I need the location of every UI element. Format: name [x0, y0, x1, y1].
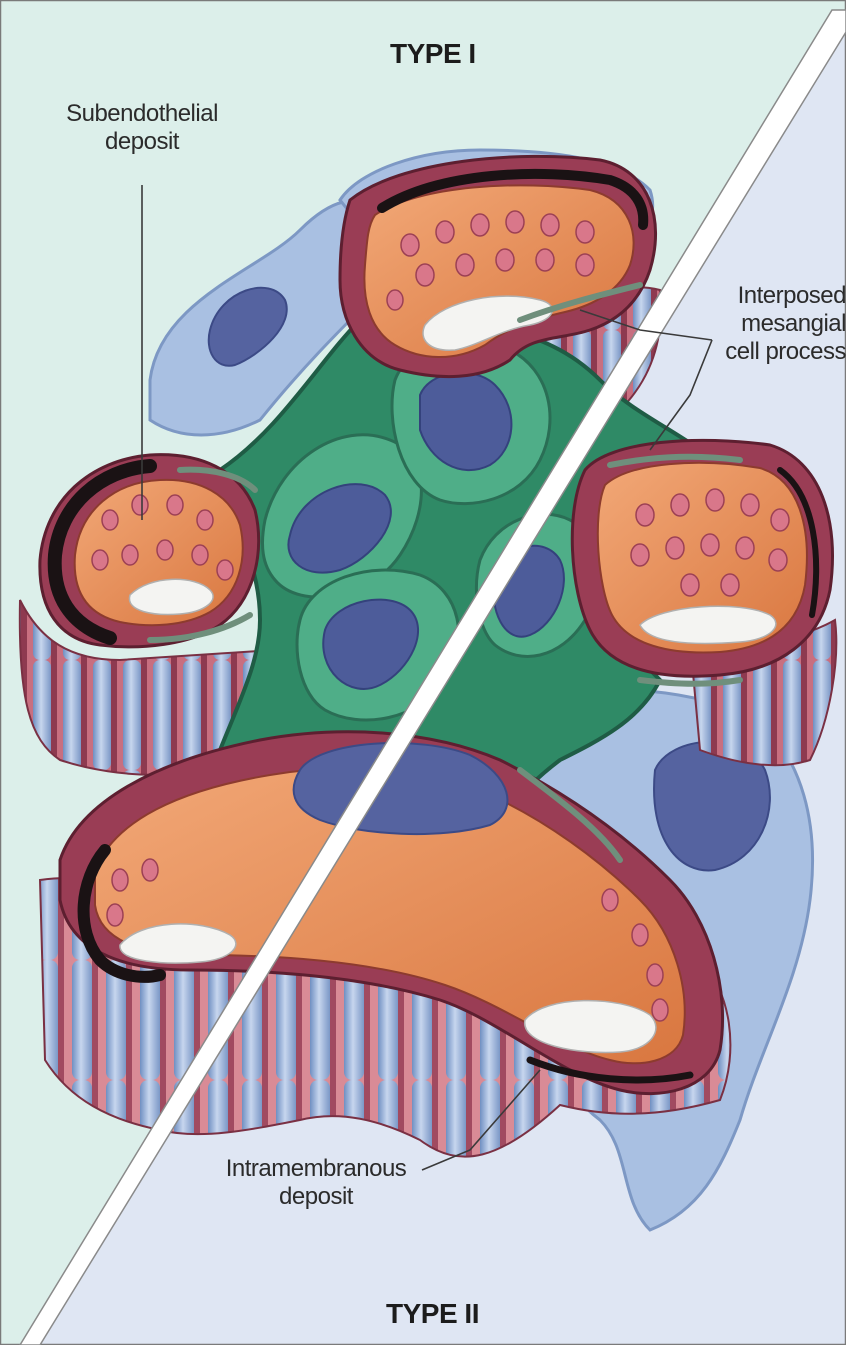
subendothelial-line-2: deposit: [42, 128, 242, 156]
type-ii-heading: TYPE II: [386, 1298, 479, 1330]
subendothelial-line-1: Subendothelial: [42, 100, 242, 128]
interposed-line-3: cell process: [686, 338, 846, 366]
interposed-line-2: mesangial: [686, 310, 846, 338]
intramembranous-deposit-label: Intramembranous deposit: [196, 1155, 436, 1211]
interposed-mesangial-label: Interposed mesangial cell process: [686, 282, 846, 366]
intramembranous-line-2: deposit: [196, 1183, 436, 1211]
capillary-loop-right: [572, 440, 832, 676]
interposed-line-1: Interposed: [686, 282, 846, 310]
subendothelial-deposit-label: Subendothelial deposit: [42, 100, 242, 156]
intramembranous-line-1: Intramembranous: [196, 1155, 436, 1183]
type-i-heading: TYPE I: [390, 38, 476, 70]
